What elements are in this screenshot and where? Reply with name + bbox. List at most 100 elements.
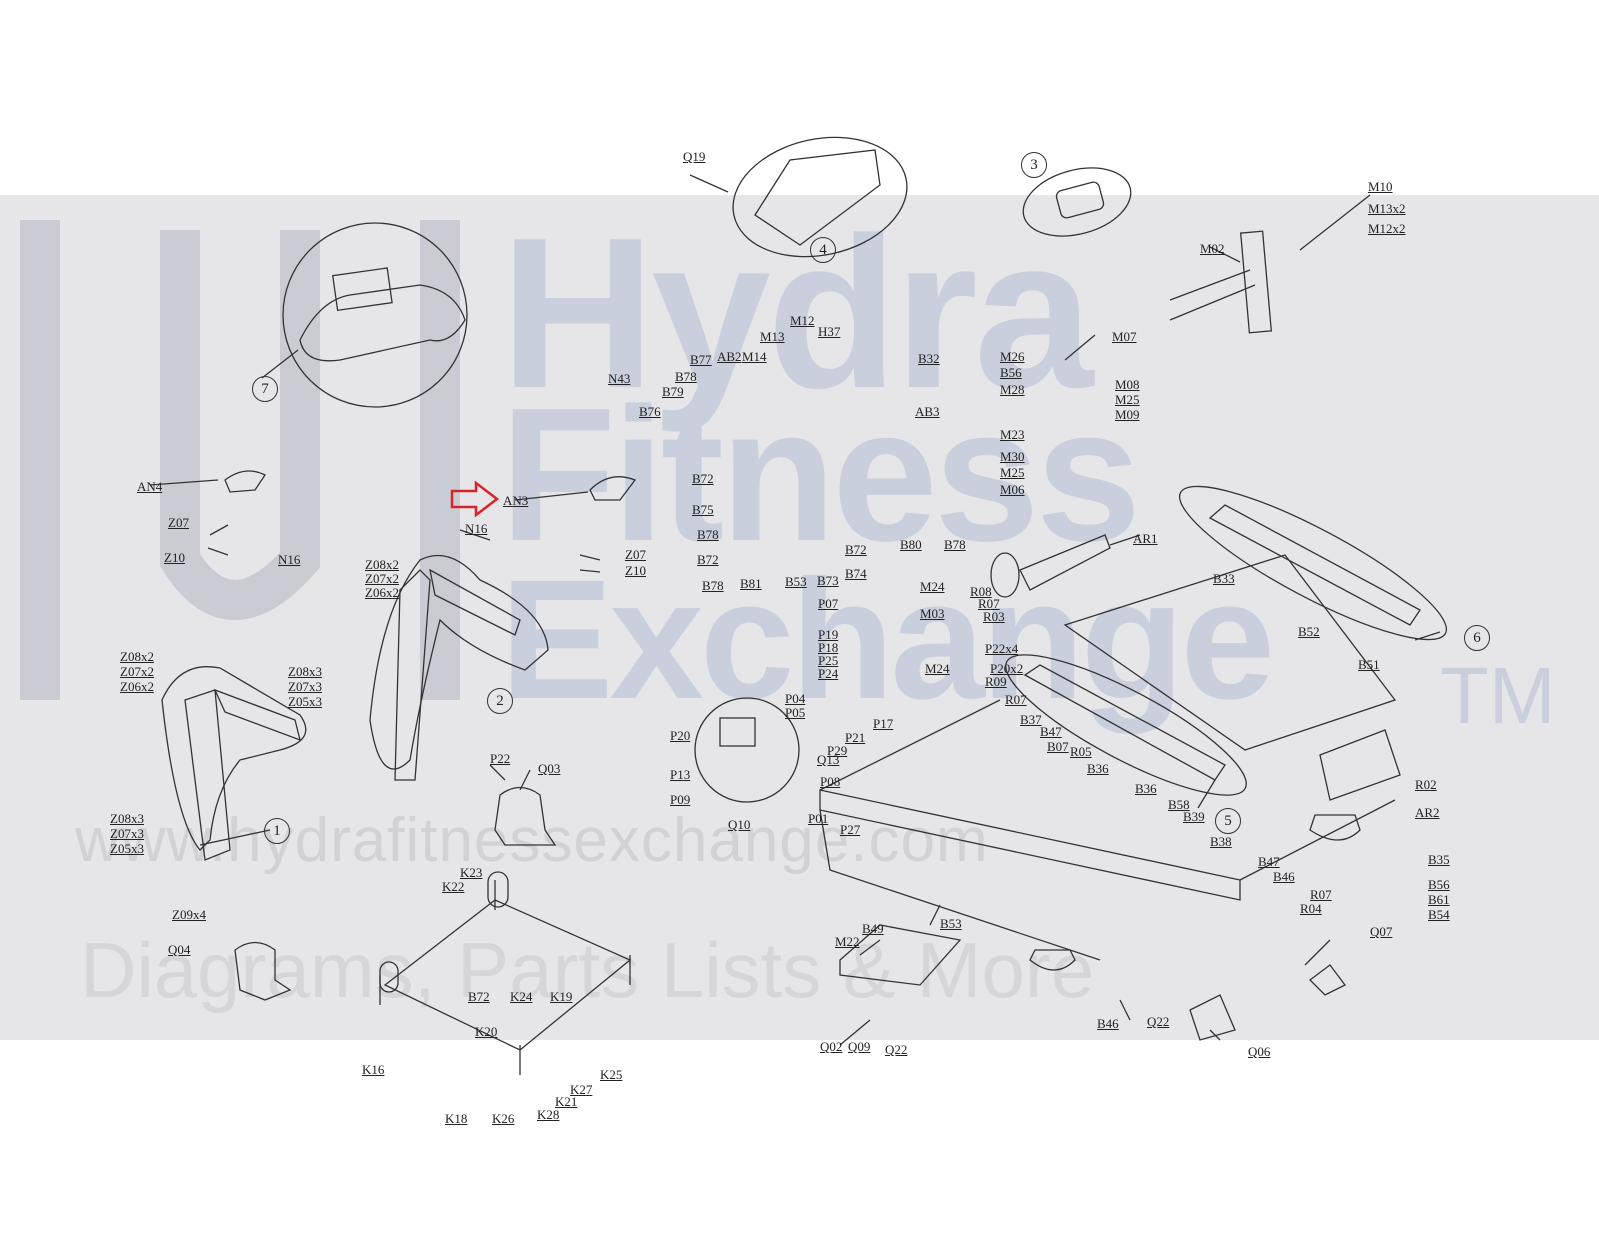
part-label: M28	[1000, 382, 1025, 397]
part-label: B72	[692, 471, 714, 486]
callout-number: 5	[1215, 808, 1241, 834]
part-label: Z08x2	[120, 649, 154, 664]
part-label: M25	[1115, 392, 1140, 407]
part-label: P21	[845, 730, 866, 745]
part-label: B47	[1258, 854, 1280, 869]
part-label: Q22	[885, 1042, 908, 1057]
watermark-tm: TM	[1440, 651, 1556, 740]
part-label: K28	[537, 1107, 560, 1122]
part-label: K18	[445, 1111, 468, 1126]
part-label: Z08x3	[288, 664, 322, 679]
part-label: Z07	[168, 515, 189, 530]
part-label: M24	[920, 579, 945, 594]
part-label: R03	[983, 609, 1005, 624]
highlight-arrow	[450, 480, 500, 518]
part-label: B78	[702, 578, 724, 593]
part-label: B51	[1358, 657, 1380, 672]
part-label: K21	[555, 1094, 578, 1109]
part-label: B72	[845, 542, 867, 557]
part-label: N43	[608, 371, 631, 386]
part-label: B80	[900, 537, 922, 552]
part-label: AB2	[717, 349, 742, 364]
part-label: Z05x3	[288, 694, 322, 709]
part-label: K26	[492, 1111, 515, 1126]
part-label: P08	[820, 774, 841, 789]
part-label: B46	[1273, 869, 1295, 884]
part-label: Q06	[1248, 1044, 1271, 1059]
part-label: R08	[970, 584, 992, 599]
part-label: Z06x2	[365, 585, 399, 600]
part-label: P09	[670, 792, 691, 807]
watermark-hydra: Hydra	[500, 192, 1093, 433]
part-label: M12x2	[1368, 221, 1406, 236]
part-label: R04	[1300, 901, 1322, 916]
part-label: AR1	[1133, 531, 1158, 546]
part-label: R09	[985, 674, 1007, 689]
part-label: B56	[1428, 877, 1450, 892]
part-label: K16	[362, 1062, 385, 1077]
part-label: P20x2	[990, 661, 1024, 676]
part-label: Q07	[1370, 924, 1393, 939]
part-label: P13	[670, 767, 691, 782]
part-label: B78	[675, 369, 697, 384]
part-label: AN4	[137, 479, 163, 494]
part-label: K19	[550, 989, 573, 1004]
callout-number: 2	[487, 688, 513, 714]
part-label: AR2	[1415, 805, 1440, 820]
part-label: K27	[570, 1082, 593, 1097]
part-label: M02	[1200, 241, 1225, 256]
part-label: B56	[1000, 365, 1022, 380]
callout-number: 4	[810, 237, 836, 263]
part-label: B78	[944, 537, 966, 552]
part-label: M25	[1000, 465, 1025, 480]
part-label: B53	[940, 916, 962, 931]
part-label: N16	[465, 521, 488, 536]
part-label: M10	[1368, 179, 1393, 194]
part-label: P29	[827, 743, 848, 758]
part-label: B49	[862, 921, 884, 936]
part-label: Q19	[683, 149, 706, 164]
part-label: R02	[1415, 777, 1437, 792]
part-label: M24	[925, 661, 950, 676]
part-label: B72	[697, 552, 719, 567]
part-label: B73	[817, 573, 839, 588]
part-label: P17	[873, 716, 894, 731]
part-label: Z09x4	[172, 907, 206, 922]
part-label: B47	[1040, 724, 1062, 739]
part-label: B52	[1298, 624, 1320, 639]
part-label: B75	[692, 502, 714, 517]
part-label: M08	[1115, 377, 1140, 392]
part-label: Q10	[728, 817, 751, 832]
part-label: Q13	[817, 752, 840, 767]
callout-number: 7	[252, 376, 278, 402]
part-label: K25	[600, 1067, 623, 1082]
watermark-logo	[20, 220, 460, 700]
part-label: N16	[278, 552, 301, 567]
part-label: B07	[1047, 739, 1069, 754]
part-label: Z07x3	[288, 679, 322, 694]
part-label: B36	[1087, 761, 1109, 776]
part-label: K23	[460, 865, 483, 880]
watermark-fitness: Fitness	[500, 369, 1141, 581]
part-label: Z07x3	[110, 826, 144, 841]
part-label: Z08x3	[110, 811, 144, 826]
motor-pan	[839, 924, 962, 986]
part-label: R07	[1005, 692, 1027, 707]
part-label: Z08x2	[365, 557, 399, 572]
part-label: P25	[818, 653, 839, 668]
callout-number: 1	[264, 818, 290, 844]
part-label: Z07x2	[120, 664, 154, 679]
part-label: B54	[1428, 907, 1450, 922]
part-label: B74	[845, 566, 867, 581]
part-label: Q04	[168, 942, 191, 957]
part-label: AB3	[915, 404, 940, 419]
part-label: B79	[662, 384, 684, 399]
part-label: P05	[785, 705, 806, 720]
part-label: B37	[1020, 712, 1042, 727]
part-label: M26	[1000, 349, 1025, 364]
part-label: M03	[920, 606, 945, 621]
part-label: B46	[1097, 1016, 1119, 1031]
part-label: B39	[1183, 809, 1205, 824]
